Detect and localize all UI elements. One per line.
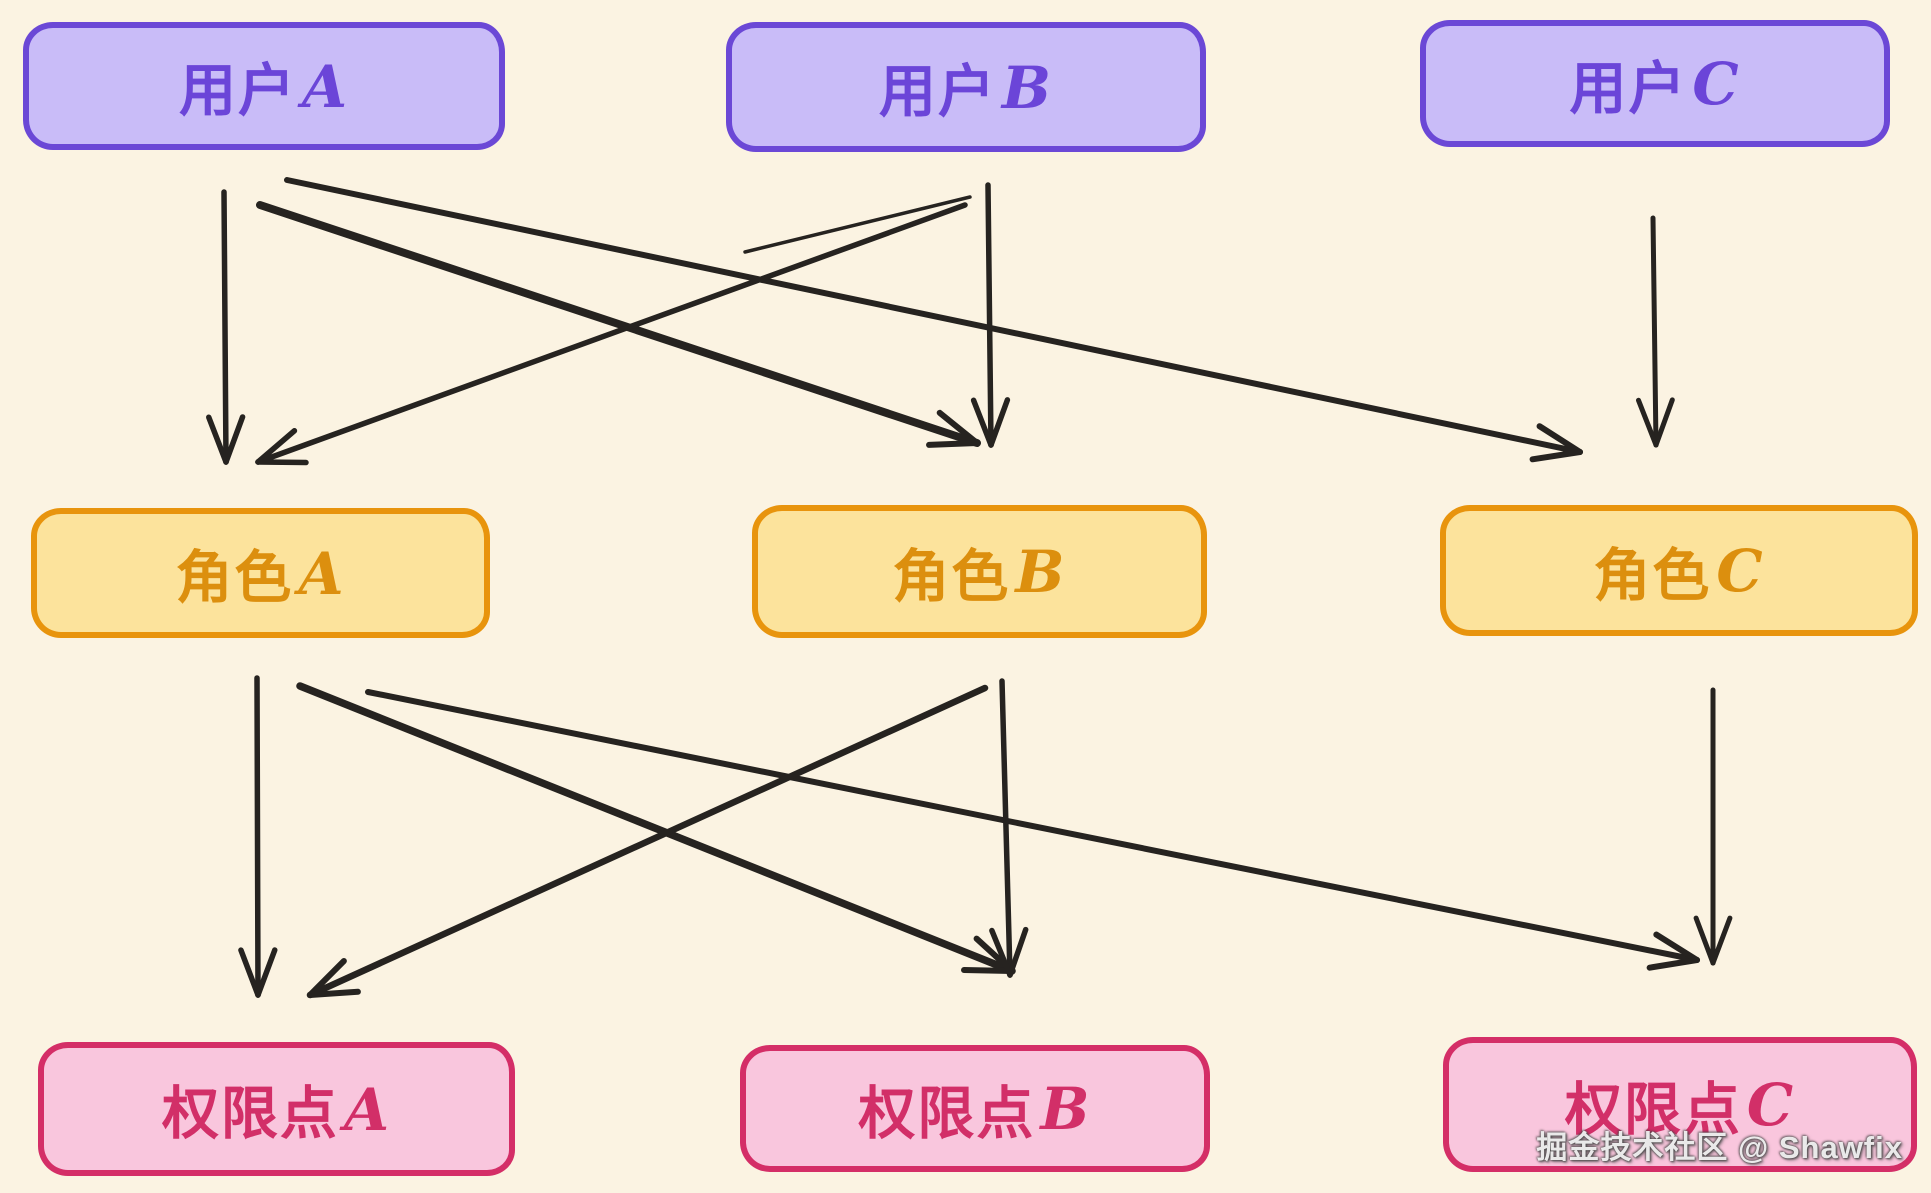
node-label-suffix: B: [1015, 537, 1067, 606]
node-label-suffix: A: [301, 51, 350, 121]
arrow-role-a-to-perm-c: [365, 689, 1700, 963]
node-label: 权限点: [858, 1081, 1036, 1146]
arrowhead-role-b-to-perm-b: [1007, 926, 1029, 978]
node-label: 角色: [1593, 543, 1712, 608]
arrowhead-role-a-to-perm-a: [238, 947, 261, 998]
arrowhead-role-b-to-perm-b: [989, 927, 1013, 978]
arrowhead-user-c-to-role-c: [1653, 397, 1675, 448]
node-label-suffix: A: [298, 538, 346, 608]
arrow-user-b-to-role-b: [985, 182, 994, 448]
arrow-role-a-to-perm-b: [296, 682, 1016, 975]
node-label-suffix: C: [1692, 49, 1741, 118]
arrowhead-user-b-to-role-b: [988, 397, 1011, 448]
arrowhead-user-b-to-role-b: [970, 397, 994, 448]
arrowhead-user-a-to-role-b: [926, 440, 980, 448]
node-label: 角色: [892, 544, 1011, 609]
node-label: 权限点: [161, 1082, 339, 1146]
node-label: 用户: [1569, 56, 1688, 121]
arrowhead-user-a-to-role-a: [223, 414, 246, 465]
node-label: 用户: [878, 60, 997, 124]
node-label: 权限点: [1564, 1077, 1742, 1142]
arrow-user-c-to-role-c: [1650, 215, 1659, 448]
arrowhead-user-b-to-role-a: [255, 459, 309, 466]
arrowhead-role-a-to-perm-a: [255, 947, 278, 998]
arrowhead-role-a-to-perm-b: [961, 967, 1015, 974]
arrowhead-user-c-to-role-c: [1635, 397, 1659, 448]
watermark: 掘金技术社区 @ Shawfix: [1536, 1130, 1903, 1165]
arrow-user-a-to-role-a: [221, 189, 229, 465]
arrow-role-b-to-perm-a: [306, 684, 989, 999]
node-label-suffix: C: [1746, 1070, 1796, 1139]
node-label: 角色: [175, 546, 294, 610]
arrowhead-role-a-to-perm-c: [1653, 931, 1700, 963]
arrow-role-a-to-perm-a: [254, 675, 261, 998]
arrow-user-b-to-role-a: [255, 202, 968, 465]
node-label-suffix: C: [1716, 536, 1765, 605]
arrow-user-b-to-role-a-retrace: [743, 195, 972, 254]
arrowhead-role-b-to-perm-a: [307, 988, 361, 998]
arrowhead-role-a-to-perm-c: [1646, 957, 1700, 971]
arrowhead-user-b-to-role-a: [255, 428, 298, 465]
node-label-suffix: A: [343, 1074, 392, 1144]
arrowhead-role-c-to-perm-c: [1693, 915, 1716, 966]
arrow-user-a-to-role-b: [256, 201, 981, 447]
arrowhead-user-a-to-role-b: [936, 409, 980, 446]
arrow-role-b-to-perm-b: [999, 678, 1013, 978]
arrowhead-user-a-to-role-a: [206, 414, 229, 465]
arrowhead-role-c-to-perm-c: [1710, 915, 1733, 966]
node-label: 用户: [178, 59, 297, 123]
arrowhead-role-b-to-perm-a: [307, 958, 347, 998]
node-label-suffix: B: [1001, 52, 1054, 122]
node-label-suffix: B: [1040, 1074, 1092, 1143]
arrowhead-user-a-to-role-c: [1536, 423, 1583, 455]
arrow-user-a-to-role-c: [284, 177, 1583, 455]
arrowhead-user-a-to-role-c: [1529, 449, 1583, 463]
